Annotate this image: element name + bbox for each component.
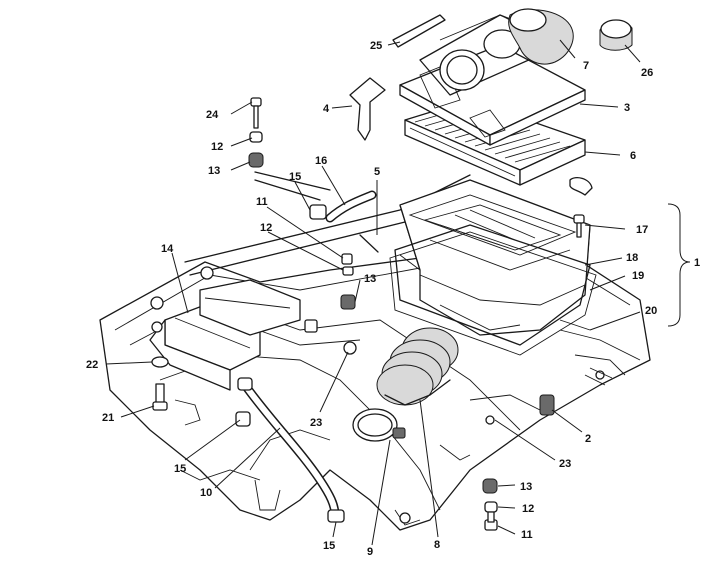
callout-23: 23 (559, 458, 571, 470)
callout-13: 13 (520, 481, 532, 493)
callout-16: 16 (315, 155, 327, 167)
callout-17: 17 (636, 224, 648, 236)
callout-22: 22 (86, 359, 98, 371)
callout-5: 5 (374, 166, 380, 178)
callout-12: 12 (211, 141, 223, 153)
callout-20: 20 (645, 305, 657, 317)
screw-stack-upper (248, 97, 264, 168)
callout-10: 10 (200, 487, 212, 499)
screw-17 (573, 214, 585, 238)
hose-clamp (235, 319, 318, 427)
screw-stack-center (340, 253, 357, 355)
callout-19: 19 (632, 270, 644, 282)
battery-tray (149, 266, 301, 391)
callout-2: 2 (585, 433, 591, 445)
callout-1: 1 (694, 257, 700, 269)
callout-3: 3 (624, 102, 630, 114)
drain-plug (539, 394, 555, 416)
airbox-housing (389, 179, 597, 356)
callout-11: 11 (256, 196, 268, 208)
callout-25: 25 (370, 40, 382, 52)
callout-15: 15 (323, 540, 335, 552)
callout-24: 24 (206, 109, 219, 121)
rubber-cap (599, 19, 633, 51)
callout-4: 4 (323, 103, 330, 115)
callout-13: 13 (208, 165, 220, 177)
seal-strip (392, 14, 446, 48)
callout-26: 26 (641, 67, 653, 79)
screw-stack-lower (482, 478, 498, 531)
screw-stack-left (151, 356, 169, 411)
callout-21: 21 (102, 412, 114, 424)
callout-15: 15 (289, 171, 301, 183)
callout-18: 18 (626, 252, 638, 264)
callout-15: 15 (174, 463, 186, 475)
hose (237, 377, 345, 523)
callout-12: 12 (522, 503, 534, 515)
hose-elbow (569, 177, 593, 196)
callout-12: 12 (260, 222, 272, 234)
airbox-cover (399, 14, 586, 146)
callout-13: 13 (364, 273, 376, 285)
intake-snorkel (508, 8, 574, 65)
intake-duct (352, 327, 459, 442)
callout-labels: 25 7 26 4 3 24 12 13 16 5 6 15 11 17 12 … (86, 40, 700, 558)
callout-8: 8 (434, 539, 440, 551)
breather-hose (309, 190, 379, 253)
callout-7: 7 (583, 60, 589, 72)
callout-11: 11 (521, 529, 533, 541)
callout-9: 9 (367, 546, 373, 558)
leader-lines (105, 39, 691, 546)
callout-23: 23 (310, 417, 322, 429)
bracket (349, 77, 386, 141)
callout-6: 6 (630, 150, 636, 162)
callout-14: 14 (161, 243, 174, 255)
